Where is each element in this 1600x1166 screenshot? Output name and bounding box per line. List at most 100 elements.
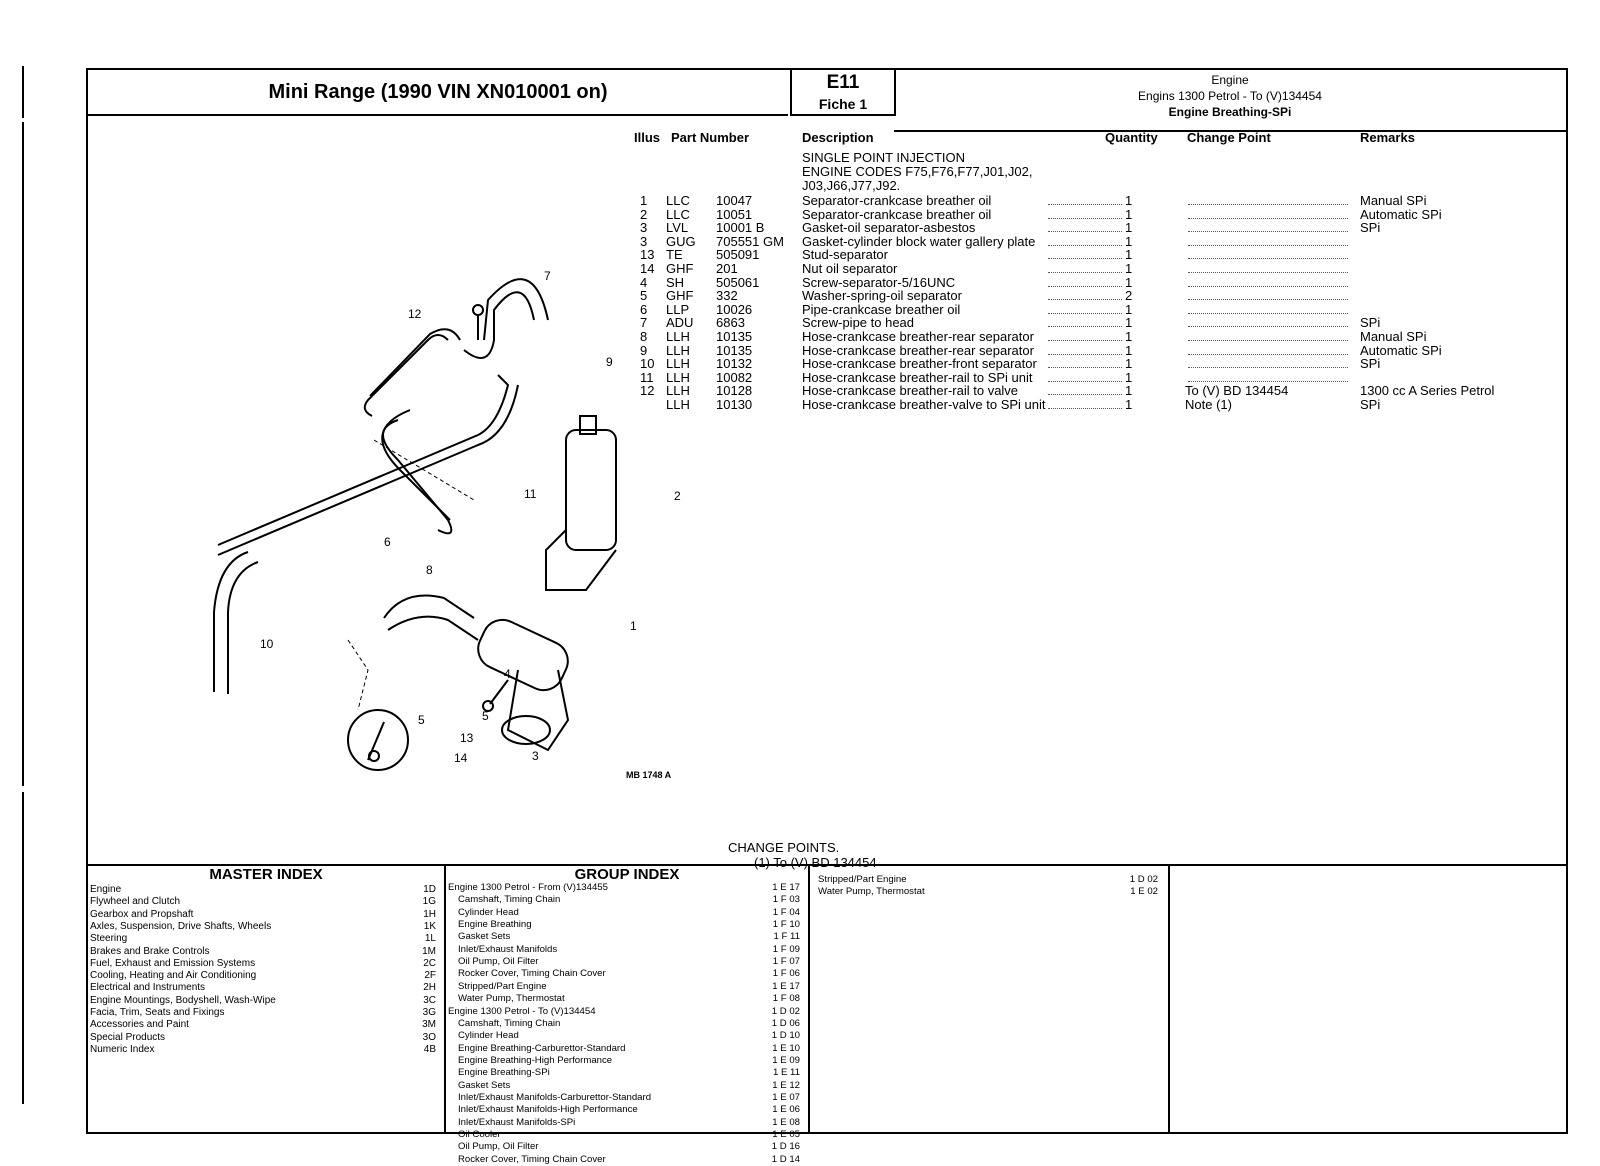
part-description: Hose-crankcase breather-valve to SPi uni… (802, 397, 1046, 412)
col-head-change-point: Change Point (1187, 130, 1271, 145)
part-quantity: 1 (1125, 274, 1133, 290)
group-index-item[interactable]: Gasket Sets (458, 1079, 511, 1091)
part-illus-number: 12 (640, 383, 655, 399)
group-index-item[interactable]: Water Pump, Thermostat (818, 886, 925, 897)
callout-9: 9 (606, 355, 613, 369)
part-number: 10132 (716, 356, 753, 372)
part-number: 10128 (716, 383, 753, 399)
group-index-item[interactable]: Cylinder Head (458, 1030, 519, 1042)
part-illus-number: 7 (640, 315, 648, 331)
part-number: 505061 (716, 274, 760, 290)
group-index-item[interactable]: Inlet/Exhaust Manifolds-Carburettor-Stan… (458, 1091, 652, 1103)
master-index-item[interactable]: Facia, Trim, Seats and Fixings (90, 1007, 225, 1018)
master-index-item[interactable]: Brakes and Brake Controls (90, 945, 210, 957)
catalogue-title: Mini Range (1990 VIN XN010001 on) (88, 70, 788, 116)
master-index-item[interactable]: Engine (90, 884, 122, 895)
part-prefix: LLC (666, 193, 690, 208)
part-prefix: LVL (666, 220, 689, 236)
master-index-item[interactable]: Electrical and Instruments (90, 982, 206, 994)
group-index-item[interactable]: Inlet/Exhaust Manifolds-SPi (458, 1116, 576, 1128)
leader-line (1188, 221, 1348, 233)
leader-line (1188, 194, 1348, 205)
master-index-item[interactable]: Flywheel and Clutch (90, 896, 181, 908)
master-index-item[interactable]: Special Products (90, 1031, 166, 1043)
col-head-remarks: Remarks (1360, 130, 1415, 145)
leader-line (1188, 289, 1348, 301)
group-index-item[interactable]: Cylinder Head (458, 906, 519, 918)
part-description: Nut oil separator (802, 261, 898, 276)
group-index-item[interactable]: Inlet/Exhaust Manifolds (458, 943, 558, 955)
part-quantity: 1 (1125, 220, 1133, 236)
part-remarks: Automatic SPi (1360, 206, 1442, 222)
group-index-item[interactable]: Rocker Cover, Timing Chain Cover (458, 1153, 606, 1165)
group-index-item[interactable]: Oil Pump, Oil Filter (458, 956, 539, 968)
master-index-item[interactable]: Gearbox and Propshaft (90, 908, 194, 920)
leader-line (1188, 344, 1348, 355)
callout-10: 10 (260, 637, 274, 651)
part-illus-number: 3 (640, 220, 648, 236)
part-number: 10135 (716, 329, 753, 344)
fiche-number: Fiche 1 (818, 96, 868, 112)
master-index-item[interactable]: Engine Mountings, Bodyshell, Wash-Wipe (90, 994, 276, 1006)
part-quantity: 1 (1125, 315, 1133, 331)
part-illus-number: 6 (640, 301, 648, 317)
group-index-item[interactable]: Camshaft, Timing Chain (458, 894, 561, 906)
master-index-item[interactable]: Steering (90, 933, 128, 945)
part-number: 10001 B (716, 220, 765, 236)
group-index-item[interactable]: Camshaft, Timing Chain (458, 1017, 561, 1029)
part-prefix: TE (666, 247, 683, 263)
group-index-code: 1 E 08 (772, 1116, 800, 1128)
part-change-point: Note (1) (1185, 397, 1232, 412)
group-index-item[interactable]: Engine Breathing-SPi (458, 1067, 550, 1079)
part-description: Gasket-cylinder block water gallery plat… (802, 233, 1036, 249)
group-index-item[interactable]: Oil Cooler (458, 1129, 501, 1140)
group-index-item[interactable]: Oil Pump, Oil Filter (458, 1141, 539, 1153)
drawing-reference: MB 1748 A (626, 770, 672, 780)
master-index-item[interactable]: Accessories and Paint (90, 1019, 189, 1031)
part-quantity: 1 (1125, 342, 1133, 358)
group-index-item[interactable]: Engine 1300 Petrol - To (V)134454 (448, 1005, 596, 1017)
part-quantity: 1 (1125, 383, 1133, 399)
master-index-item[interactable]: Axles, Suspension, Drive Shafts, Wheels (90, 920, 272, 932)
leader-line (1188, 371, 1348, 382)
leader-line (1188, 248, 1348, 260)
fiche-reference: E11 Fiche 1 (790, 70, 896, 116)
leader-line (1048, 344, 1122, 355)
master-index-item[interactable]: Cooling, Heating and Air Conditioning (90, 970, 257, 982)
group-index-item[interactable]: Water Pump, Thermostat (458, 993, 565, 1005)
group-index-item[interactable]: Engine Breathing-Carburettor-Standard (458, 1042, 626, 1054)
group-index-item[interactable]: Engine Breathing (458, 919, 532, 931)
leader-line (1048, 262, 1122, 273)
part-prefix: GHF (666, 261, 694, 276)
part-prefix: LLH (666, 329, 690, 344)
master-index-item[interactable]: Fuel, Exhaust and Emission Systems (90, 957, 256, 969)
part-remarks: SPi (1360, 315, 1381, 331)
part-number: 705551 GM (716, 233, 784, 249)
callout-3: 3 (532, 749, 539, 763)
hose-12-shape (363, 334, 449, 417)
group-index-item[interactable]: Rocker Cover, Timing Chain Cover (458, 968, 606, 980)
part-prefix: LLC (666, 206, 690, 222)
group-index-item[interactable]: Stripped/Part Engine (818, 874, 907, 885)
group-index-item[interactable]: Engine Breathing-High Performance (458, 1054, 613, 1066)
change-points: CHANGE POINTS. (1) To (V) BD 134454 (728, 840, 877, 870)
group-index-item[interactable]: Stripped/Part Engine (458, 980, 547, 992)
part-number: 10082 (716, 369, 753, 385)
group-index-item[interactable]: Gasket Sets (458, 931, 511, 943)
group-index: GROUP INDEX Engine 1300 Petrol - From (V… (446, 866, 810, 1165)
master-index-item[interactable]: Numeric Index (90, 1043, 155, 1055)
group-index-item[interactable]: Inlet/Exhaust Manifolds-High Performance (458, 1104, 638, 1116)
part-change-point: To (V) BD 134454 (1185, 383, 1289, 399)
part-description: Hose-crankcase breather-rear separator (802, 329, 1034, 344)
group-index-item[interactable]: Engine 1300 Petrol - From (V)134455 (448, 882, 608, 893)
part-remarks: Manual SPi (1360, 329, 1427, 344)
part-prefix: SH (666, 274, 685, 290)
